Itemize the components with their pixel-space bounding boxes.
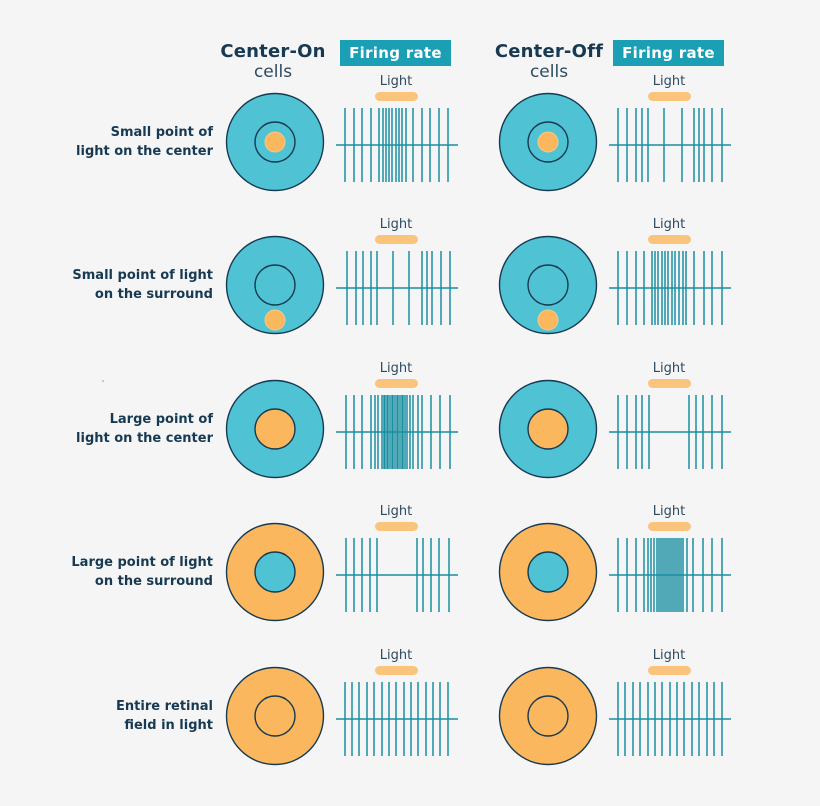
center-on-title: Center-On cells: [218, 43, 328, 81]
center-off-row1-light-bar: [648, 92, 691, 101]
receptive-field-center: [527, 264, 569, 306]
row-label-2: Small point of light on the surround: [72, 268, 213, 302]
center-on-row5-light-label: Light: [379, 648, 413, 663]
center-on-receptive-field-5: [225, 666, 325, 766]
center-off-receptive-field-1: [498, 92, 598, 192]
center-off-spike-train-5: [609, 682, 731, 756]
center-on-receptive-field-2: [225, 235, 325, 335]
center-on-row1-light-bar: [375, 92, 418, 101]
row-label-1: Small point of light on the center: [76, 125, 213, 159]
center-off-title-line2: cells: [529, 62, 569, 82]
stray-dot: [102, 380, 104, 382]
center-off-receptive-field-2: [498, 235, 598, 335]
center-on-spike-train-4: [336, 538, 458, 612]
light-spot: [537, 309, 559, 331]
center-on-spike-train-5: [336, 682, 458, 756]
row-label-4: Large point of light on the surround: [71, 555, 213, 589]
center-off-spike-train-2: [609, 251, 731, 325]
firing-rate-badge-off: Firing rate: [613, 40, 724, 66]
center-off-spike-train-3: [609, 395, 731, 469]
center-off-row5-light-label: Light: [652, 648, 686, 663]
center-off-title-line1: Center-Off: [494, 41, 604, 62]
center-off-title: Center-Off cells: [490, 43, 608, 81]
center-on-row4-light-bar: [375, 522, 418, 531]
center-on-title-line1: Center-On: [220, 41, 326, 62]
center-on-spike-train-3: [336, 395, 458, 469]
center-off-row5-light-bar: [648, 666, 691, 675]
center-on-receptive-field-1: [225, 92, 325, 192]
center-off-receptive-field-5: [498, 666, 598, 766]
firing-rate-badge-on: Firing rate: [340, 40, 451, 66]
center-on-receptive-field-3: [225, 379, 325, 479]
center-off-spike-train-1: [609, 108, 731, 182]
receptive-field-center: [254, 695, 296, 737]
center-off-row4-light-bar: [648, 522, 691, 531]
receptive-field-center: [527, 408, 569, 450]
center-on-spike-train-2: [336, 251, 458, 325]
light-spot: [264, 131, 286, 153]
receptive-field-center: [527, 551, 569, 593]
center-off-row1-light-label: Light: [652, 74, 686, 89]
center-off-receptive-field-3: [498, 379, 598, 479]
light-spot: [537, 131, 559, 153]
center-off-row3-light-bar: [648, 379, 691, 388]
receptive-field-center: [254, 264, 296, 306]
center-on-row4-light-label: Light: [379, 504, 413, 519]
center-on-row3-light-bar: [375, 379, 418, 388]
center-off-row3-light-label: Light: [652, 361, 686, 376]
center-on-row2-light-label: Light: [379, 217, 413, 232]
row-label-5: Entire retinal field in light: [116, 699, 213, 733]
row-label-3: Large point of light on the center: [76, 412, 213, 446]
center-off-row4-light-label: Light: [652, 504, 686, 519]
center-off-receptive-field-4: [498, 522, 598, 622]
center-on-row2-light-bar: [375, 235, 418, 244]
center-on-title-line2: cells: [253, 62, 293, 82]
center-on-row1-light-label: Light: [379, 74, 413, 89]
center-on-receptive-field-4: [225, 522, 325, 622]
receptive-field-center: [527, 695, 569, 737]
center-on-spike-train-1: [336, 108, 458, 182]
center-off-row2-light-label: Light: [652, 217, 686, 232]
receptive-field-center: [254, 408, 296, 450]
center-off-row2-light-bar: [648, 235, 691, 244]
center-on-row3-light-label: Light: [379, 361, 413, 376]
center-on-row5-light-bar: [375, 666, 418, 675]
center-off-spike-train-4: [609, 538, 731, 612]
light-spot: [264, 309, 286, 331]
receptive-field-center: [254, 551, 296, 593]
